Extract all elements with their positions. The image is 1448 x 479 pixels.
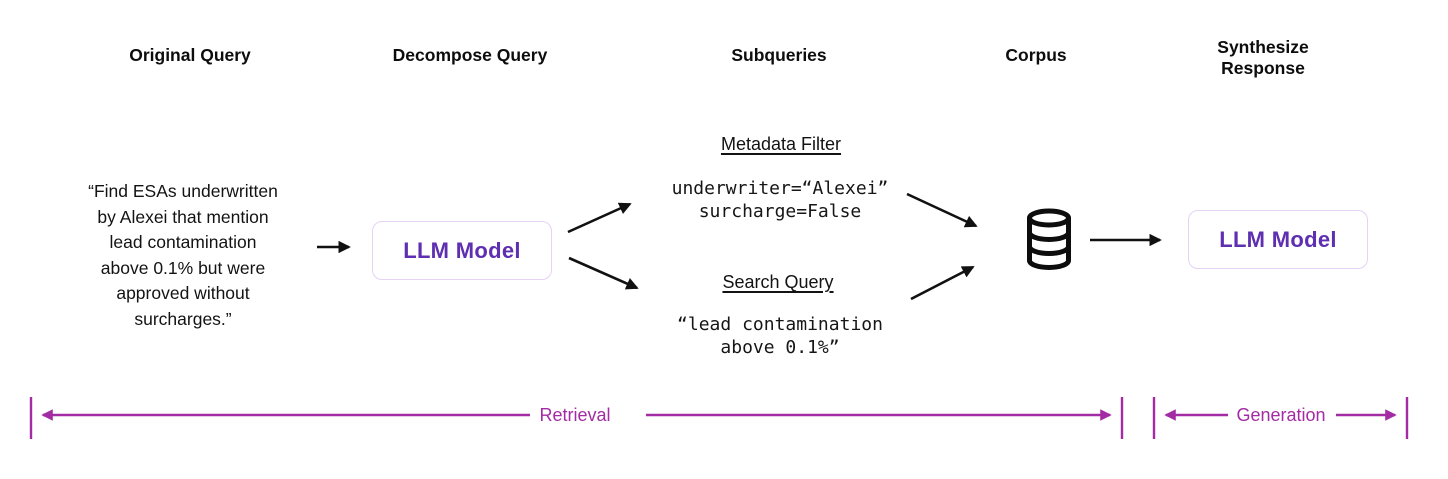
generation-phase-label: Generation	[1236, 405, 1326, 425]
database-icon	[1027, 208, 1071, 270]
metadata-filter-heading: Metadata Filter	[720, 134, 842, 154]
arrow-metadata-filter-to-corpus-icon	[906, 192, 978, 228]
arrow-search-query-to-corpus-icon	[910, 265, 975, 301]
arrow-llm-to-metadata-filter-icon	[567, 202, 632, 234]
synthesize-llm-model-label: LLM Model	[1219, 226, 1337, 252]
decompose-llm-model-label: LLM Model	[403, 237, 521, 263]
retrieval-phase-label: Retrieval	[539, 405, 611, 425]
column-header-original-query: Original Query	[129, 45, 251, 65]
column-header-synthesize-response: Synthesize Response	[1217, 37, 1309, 78]
synthesize-llm-model-box: LLM Model	[1188, 210, 1368, 269]
phase-brackets	[29, 397, 1409, 439]
column-header-subqueries: Subqueries	[731, 45, 827, 65]
original-query-text: “Find ESAs underwritten by Alexei that m…	[88, 181, 278, 329]
arrow-llm-to-search-query-icon	[568, 256, 639, 290]
flow-arrows	[317, 192, 1162, 301]
column-header-corpus: Corpus	[1005, 45, 1067, 65]
column-header-decompose-query: Decompose Query	[392, 45, 548, 65]
decompose-llm-model-box: LLM Model	[372, 221, 552, 280]
search-query-heading: Search Query	[722, 272, 834, 292]
metadata-filter-code: underwriter=“Alexei” surcharge=False	[671, 178, 889, 222]
search-query-code: “lead contamination above 0.1%”	[677, 314, 883, 358]
